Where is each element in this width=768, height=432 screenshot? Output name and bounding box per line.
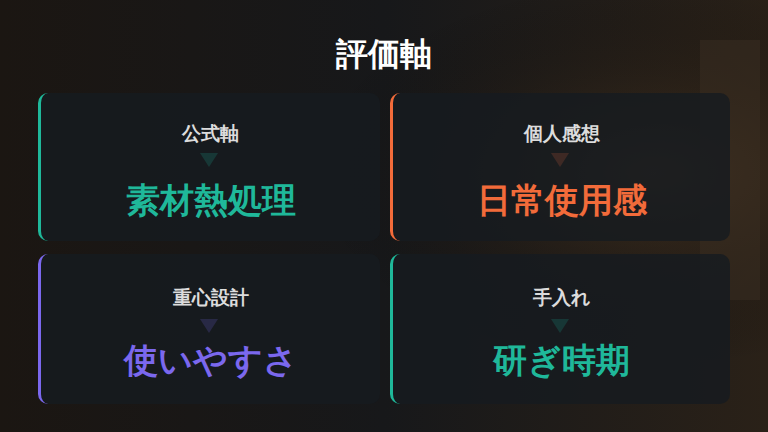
category-card: 個人感想日常使用感 <box>390 93 730 241</box>
card-value: 素材熱処理 <box>41 179 380 221</box>
card-label: 手入れ <box>393 285 730 309</box>
card-label: 個人感想 <box>393 121 730 145</box>
category-card: 手入れ研ぎ時期 <box>390 254 730 404</box>
card-value: 日常使用感 <box>393 179 730 221</box>
card-label: 公式軸 <box>41 121 380 145</box>
card-value: 使いやすさ <box>41 339 380 381</box>
slide-title: 評価軸 <box>0 34 768 74</box>
card-label: 重心設計 <box>41 285 380 309</box>
card-value: 研ぎ時期 <box>393 339 730 381</box>
category-card: 重心設計使いやすさ <box>38 254 380 404</box>
category-card: 公式軸素材熱処理 <box>38 93 380 241</box>
